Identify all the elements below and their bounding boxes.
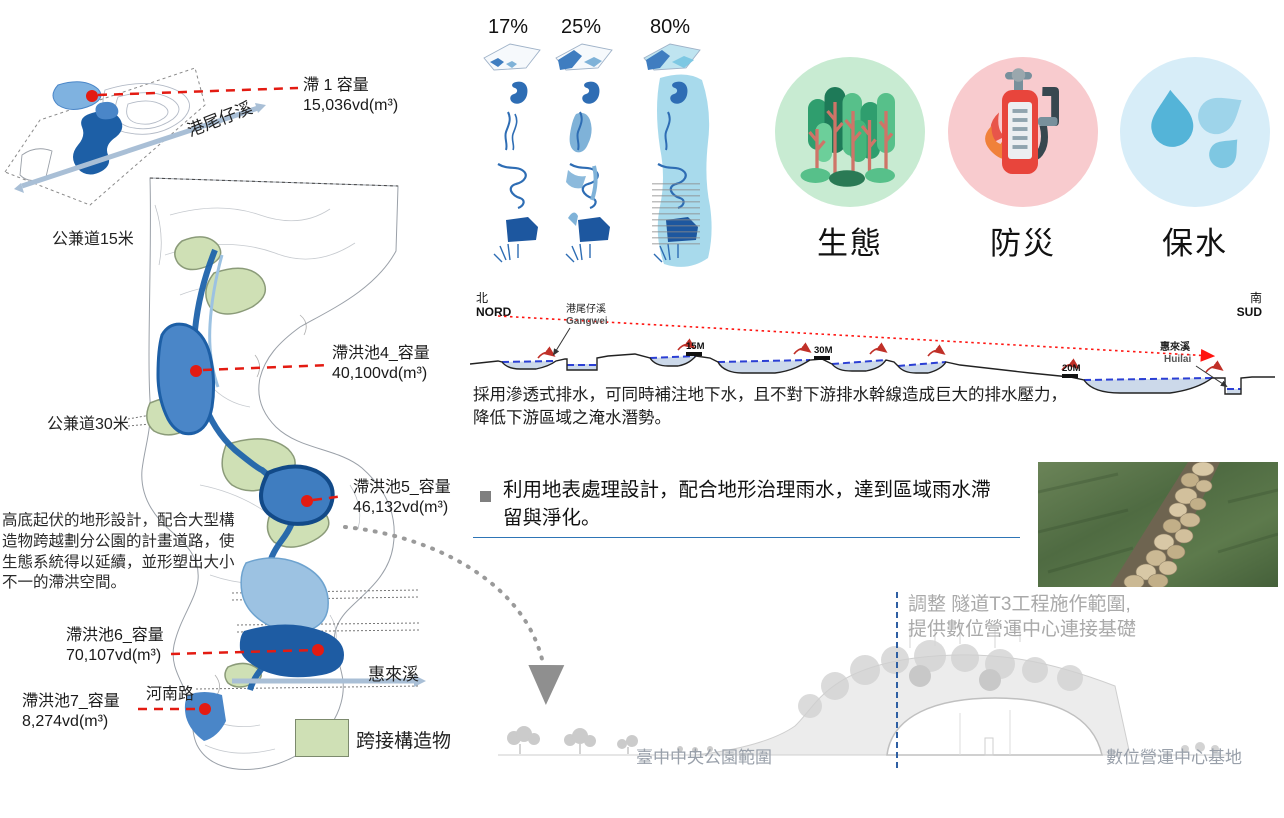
section-north: NORD — [476, 305, 512, 319]
pond6-value: 70,107vd(m³) — [66, 647, 162, 664]
masterplan-map — [4, 67, 426, 770]
gangwei-cn: 港尾仔溪 — [566, 303, 606, 315]
label-park-scope: 臺中中央公園範圍 — [636, 748, 772, 767]
coverage-pct-80: 80% — [650, 16, 691, 38]
marker-30m: 30M — [814, 345, 833, 356]
blue-divider-line — [473, 537, 1020, 538]
huilai-callout: 惠來溪 Huilai — [1160, 340, 1228, 388]
stone-swale-photo — [1038, 462, 1278, 587]
outlet-markers: 15M 30M 20M — [686, 341, 1081, 378]
crest-trees — [798, 640, 1083, 718]
marker-20m: 20M — [1062, 363, 1081, 374]
huilai-stream-arrow — [232, 675, 426, 687]
bullet-line1: 利用地表處理設計，配合地形治理雨水，達到區域雨水滯 — [503, 479, 991, 501]
gangwei-callout: 港尾仔溪 Gangwei — [552, 303, 608, 356]
legend-label: 跨接構造物 — [356, 731, 452, 752]
link-arrow-curved — [343, 525, 565, 705]
tunnel-dome — [886, 697, 1103, 756]
pond4-title: 滯洪池4_容量 — [332, 345, 430, 362]
mini-site-map — [4, 67, 206, 206]
legend-swatch-green — [295, 719, 349, 757]
water-drops-icon — [1120, 57, 1270, 207]
section-south: SUD — [1237, 305, 1263, 319]
pond7-title: 滯洪池7_容量 — [22, 693, 120, 710]
label-pond7: 滯洪池7_容量 8,274vd(m³) — [22, 692, 120, 732]
pond7-value: 8,274vd(m³) — [22, 713, 109, 730]
section-north-cn: 北 — [476, 291, 488, 305]
t3-note-line2: 提供數位營運中心連接基礎 — [908, 618, 1137, 640]
label-detention1: 滯 1 容量 15,036vd(m³) — [303, 76, 398, 116]
label-disaster-prevention: 防災 — [990, 226, 1056, 261]
terrain-design-note: 高底起伏的地形設計，配合大型構造物跨越劃分公園的計畫道路，使生態系統得以延續，並… — [2, 512, 235, 592]
scope-boundary-line — [896, 592, 898, 768]
huilai-cn: 惠來溪 — [1160, 340, 1191, 353]
label-henan-road: 河南路 — [146, 686, 195, 703]
label-pond4: 滯洪池4_容量 40,100vd(m³) — [332, 344, 430, 384]
gangwei-en: Gangwei — [566, 316, 608, 327]
right-shrubs — [1181, 742, 1219, 753]
pond5-title: 滯洪池5_容量 — [353, 479, 451, 496]
coverage-maps-diagram — [483, 43, 712, 267]
label-road-15m: 公兼道15米 — [52, 231, 134, 248]
label-road-30m: 公兼道30米 — [47, 416, 129, 433]
surface-treatment-bullet: 利用地表處理設計，配合地形治理雨水，達到區域雨水滯 留與淨化。 — [503, 477, 991, 532]
fine-print-block — [652, 183, 700, 249]
t3-adjustment-note: 調整 隧道T3工程施作範圍, 提供數位營運中心連接基礎 — [908, 593, 1136, 642]
fire-extinguisher-icon — [948, 57, 1098, 207]
left-trees — [507, 726, 713, 753]
coverage-column-25 — [555, 43, 613, 263]
section-south-cn: 南 — [1250, 290, 1262, 305]
bullet-square — [480, 491, 491, 502]
pond6-title: 滯洪池6_容量 — [66, 627, 164, 644]
detention1-title: 滯 1 容量 — [303, 77, 369, 94]
drainage-line1: 採用滲透式排水，可同時補注地下水，且不對下游排水幹線造成巨大的排水壓力， — [473, 386, 1067, 404]
label-ecology: 生態 — [817, 226, 883, 261]
gradient-arrow — [497, 315, 1216, 362]
pond5-value: 46,132vd(m³) — [353, 499, 449, 516]
detention1-value: 15,036vd(m³) — [303, 97, 399, 114]
label-huilai-stream: 惠來溪 — [368, 665, 419, 684]
label-pond5: 滯洪池5_容量 46,132vd(m³) — [353, 478, 451, 518]
overflow-arrows — [537, 338, 1224, 373]
coverage-column-17 — [483, 43, 541, 263]
survey-ticks — [909, 624, 1021, 648]
t3-note-line1: 調整 隧道T3工程施作範圍, — [908, 594, 1131, 615]
marker-15m: 15M — [686, 341, 705, 352]
park-elevation-drawing — [498, 624, 1230, 756]
label-pond6: 滯洪池6_容量 70,107vd(m³) — [66, 626, 164, 666]
annotation-dots — [86, 90, 324, 715]
gangwei-stream-arrow — [14, 103, 266, 193]
drainage-line2: 降低下游區域之淹水潛勢。 — [473, 408, 671, 427]
drainage-section-diagram: 北 NORD 南 SUD — [470, 290, 1275, 395]
label-water-retention: 保水 — [1162, 226, 1228, 261]
bullet-line2: 留與淨化。 — [503, 506, 601, 529]
drainage-paragraph: 採用滲透式排水，可同時補注地下水，且不對下游排水幹線造成巨大的排水壓力， 降低下… — [473, 384, 1067, 430]
coverage-pct-17: 17% — [488, 16, 529, 38]
huilai-en: Huilai — [1164, 354, 1191, 365]
water-levels — [501, 355, 1241, 390]
forest-icon — [775, 57, 925, 207]
coverage-pct-25: 25% — [561, 16, 602, 38]
label-center-site: 數位營運中心基地 — [1106, 748, 1242, 767]
pond4-value: 40,100vd(m³) — [332, 365, 428, 382]
annotation-leaders — [97, 86, 345, 711]
